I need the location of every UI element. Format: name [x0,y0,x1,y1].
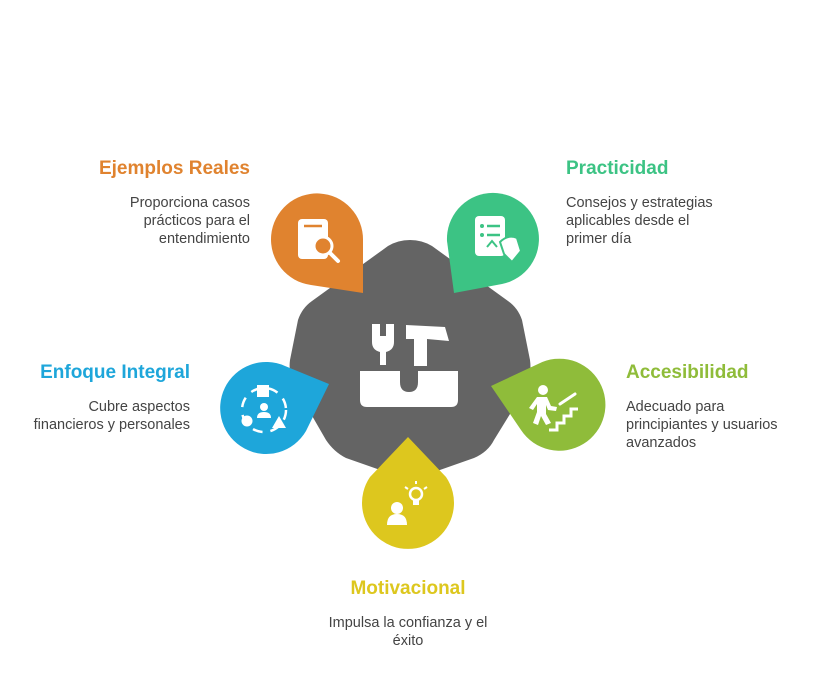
accesibilidad-desc-line: Adecuado para [626,399,725,415]
enfoque-title: Enfoque Integral [40,362,190,383]
ejemplos-title: Ejemplos Reales [98,158,250,179]
enfoque-desc-line: financieros y personales [33,417,190,433]
practicidad-desc-line: primer día [566,231,632,247]
enfoque-desc-line: Cubre aspectos [88,399,190,415]
motivacional-desc: Impulsa la confianza y el éxito [298,614,518,650]
motivacional-desc-line: éxito [392,633,424,649]
motivacional-title: Motivacional [350,578,466,599]
accesibilidad-title: Accesibilidad [626,362,749,383]
toolbox-icon [360,324,458,407]
enfoque-text: Enfoque Integral Cubre aspectos financie… [10,362,190,434]
enfoque-desc: Cubre aspectos financieros y personales [10,398,190,434]
accesibilidad-desc-line: avanzados [626,435,697,451]
practicidad-title: Practicidad [566,158,669,179]
person-shapes-icon [240,385,288,434]
document-search-icon [298,219,340,263]
motivacional-text: Motivacional Impulsa la confianza y el é… [298,578,518,650]
accesibilidad-desc: Adecuado para principiantes y usuarios a… [626,398,811,452]
practicidad-desc-line: Consejos y estrategias [566,195,713,211]
ejemplos-text: Ejemplos Reales Proporciona casos prácti… [60,158,250,248]
ejemplos-desc-line: prácticos para el [143,213,250,229]
ejemplos-desc-line: Proporciona casos [129,195,250,211]
person-stairs-icon [529,385,578,432]
ejemplos-desc-line: entendimiento [158,231,250,247]
enfoque-badge [220,361,329,454]
motivacional-desc-line: Impulsa la confianza y el [328,615,488,631]
center-shape [289,240,531,479]
checklist-hand-icon [475,216,523,264]
practicidad-desc-line: aplicables desde el [566,213,690,229]
ejemplos-desc: Proporciona casos prácticos para el ente… [60,194,250,248]
accesibilidad-desc-line: principiantes y usuarios [626,417,778,433]
practicidad-text: Practicidad Consejos y estrategias aplic… [566,158,766,248]
practicidad-desc: Consejos y estrategias aplicables desde … [566,194,766,248]
accesibilidad-text: Accesibilidad Adecuado para principiante… [626,362,811,452]
person-lightbulb-icon [387,481,428,525]
motivacional-badge [362,437,454,549]
